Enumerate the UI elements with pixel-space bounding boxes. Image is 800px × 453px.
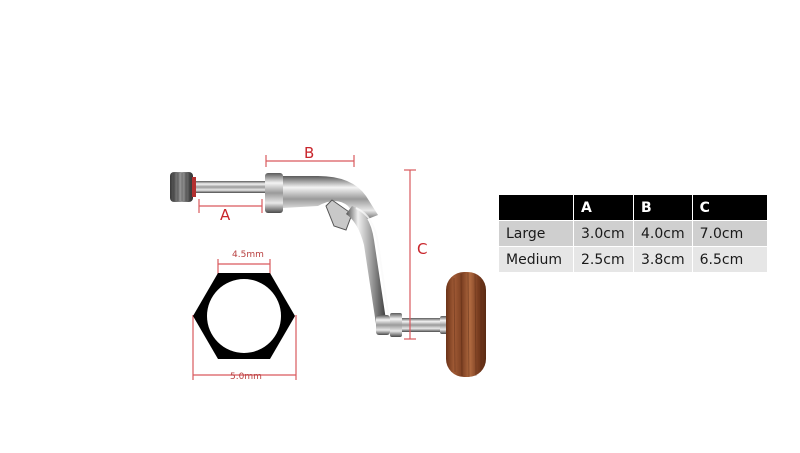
knurled-nut: [170, 172, 196, 202]
table-header-cell: [499, 195, 573, 220]
value-a-cell: 3.0cm: [574, 221, 633, 246]
hex-bottom-dimension-label: 5.0mm: [230, 372, 262, 382]
handle-body: [265, 173, 448, 337]
dimension-a-label: A: [220, 206, 231, 224]
size-cell: Large: [499, 221, 573, 246]
value-c-cell: 7.0cm: [692, 221, 767, 246]
hex-top-dimension-label: 4.5mm: [232, 250, 264, 260]
value-b-cell: 3.8cm: [634, 247, 692, 272]
hex-cross-section: [193, 273, 295, 359]
table-row: Large 3.0cm 4.0cm 7.0cm: [499, 221, 767, 246]
size-table: A B C Large 3.0cm 4.0cm 7.0cm Medium 2.5…: [498, 194, 768, 273]
dimension-b-label: B: [304, 144, 315, 162]
dimension-c-label: C: [417, 240, 428, 258]
table-header-cell: C: [692, 195, 767, 220]
size-cell: Medium: [499, 247, 573, 272]
table-header-row: A B C: [499, 195, 767, 220]
value-b-cell: 4.0cm: [634, 221, 692, 246]
value-a-cell: 2.5cm: [574, 247, 633, 272]
dimension-lines: [192, 155, 416, 380]
wooden-knob: [446, 272, 486, 378]
handle-shaft: [190, 181, 272, 193]
table-row: Medium 2.5cm 3.8cm 6.5cm: [499, 247, 767, 272]
table-header-cell: B: [634, 195, 692, 220]
value-c-cell: 6.5cm: [692, 247, 767, 272]
table-header-cell: A: [574, 195, 633, 220]
